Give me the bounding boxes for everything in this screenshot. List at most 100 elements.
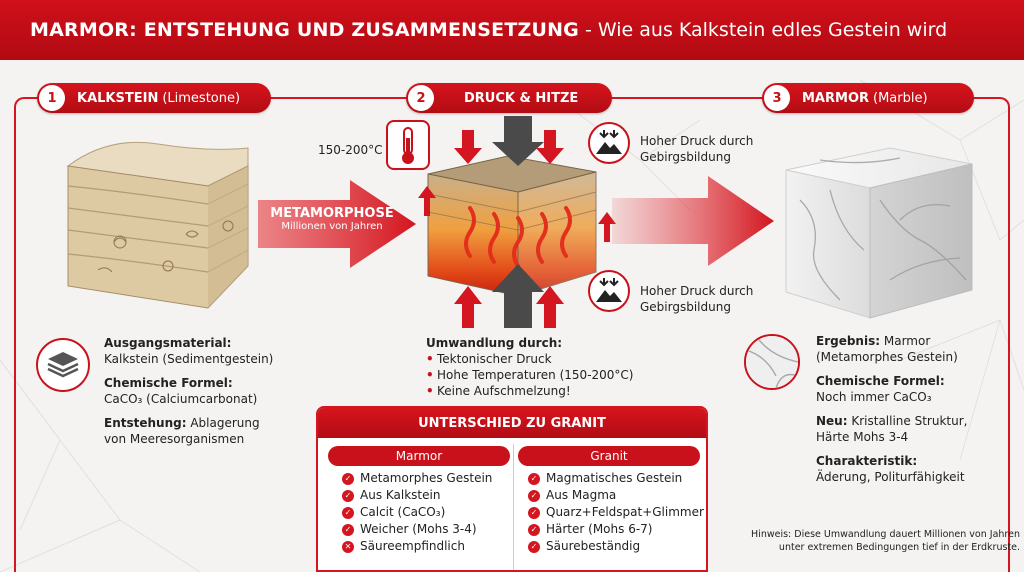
result-value-1: Marmor (883, 334, 931, 348)
thermometer-icon-box (386, 120, 430, 170)
origin-label: Ausgangsmaterial: (104, 336, 232, 350)
metamorphose-arrow (258, 180, 416, 268)
marmor-formula-value: Noch immer CaCO₃ (816, 390, 932, 404)
check-icon: ✓ (528, 472, 540, 485)
footnote-line2: unter extremen Bedingungen tief in der E… (778, 542, 1020, 553)
comparison-item-text: Magmatisches Gestein (546, 471, 683, 485)
formation-label: Entstehung: (104, 416, 187, 430)
comparison-item-text: Weicher (Mohs 3-4) (360, 522, 477, 536)
metamorphose-label: METAMORPHOSE Millionen von Jahren (262, 206, 402, 232)
new-value-2: Härte Mohs 3-4 (816, 430, 909, 444)
granit-list: ✓ Magmatisches Gestein ✓ Aus Magma ✓ Quarz+Fe… (528, 470, 704, 555)
transform-item: Keine Aufschmelzung! (426, 383, 646, 399)
comparison-item-text: Metamorphes Gestein (360, 471, 493, 485)
column-header-marmor: Marmor (328, 446, 510, 466)
step-1-subtitle: (Limestone) (162, 90, 241, 106)
comparison-item: ✓ Quarz+Feldspat+Glimmer (528, 504, 704, 521)
result-arrow (612, 176, 774, 266)
check-icon: ✓ (342, 489, 354, 502)
page-subtitle: - Wie aus Kalkstein edles Gestein wird (584, 19, 948, 41)
mountain-icon (596, 130, 622, 154)
comparison-item: ✓ Säurebeständig (528, 538, 704, 555)
comparison-item-text: Aus Magma (546, 488, 617, 502)
check-icon: ✓ (342, 472, 354, 485)
formation-value-2: von Meeresorganismen (104, 432, 245, 446)
new-value-1: Kristalline Struktur, (851, 414, 968, 428)
comparison-title: UNTERSCHIED ZU GRANIT (318, 408, 706, 438)
comparison-item: ✓Aus Kalkstein (342, 487, 492, 504)
step-3-subtitle: (Marble) (873, 90, 928, 106)
comparison-item: ✕ Säureempfindlich (342, 538, 492, 555)
cross-icon: ✕ (342, 540, 354, 553)
step-3-number: 3 (764, 85, 790, 111)
pressure-heat-block-illustration (418, 116, 616, 328)
column-header-granit: Granit (518, 446, 700, 466)
pressure-bottom-line2: Gebirgsbildung (640, 300, 731, 314)
pressure-text-top: Hoher Druck durch Gebirgsbildung (640, 133, 753, 165)
comparison-item-text: Säureempfindlich (360, 539, 465, 553)
limestone-block-illustration (66, 141, 249, 309)
char-label: Charakteristik: (816, 454, 918, 468)
comparison-item-text: Calcit (CaCO₃) (360, 505, 446, 519)
granite-comparison-box: UNTERSCHIED ZU GRANIT Marmor Granit ✓ Met… (316, 406, 708, 572)
marble-swatch-circle (744, 334, 800, 390)
layers-icon (47, 352, 79, 378)
metamorphose-title: METAMORPHOSE (270, 206, 394, 221)
mountain-pressure-icon-top (588, 122, 630, 164)
comparison-item: ✓ Calcit (CaCO₃) (342, 504, 492, 521)
metamorphose-subtitle: Millionen von Jahren (281, 221, 383, 232)
formula-value: CaCO₃ (Calciumcarbonat) (104, 392, 258, 406)
step-1-number: 1 (39, 85, 65, 111)
comparison-item-text: Quarz+Feldspat+Glimmer (546, 505, 704, 519)
temperature-label: 150-200°C (318, 143, 383, 157)
thermometer-icon (402, 127, 414, 164)
comparison-item: ✓ Metamorphes Gestein (342, 470, 492, 487)
check-icon: ✓ (528, 540, 540, 553)
comparison-item-text: Säurebeständig (546, 539, 641, 553)
comparison-item: ✓ Weicher (Mohs 3-4) (342, 521, 492, 538)
comparison-item-text: Härter (Mohs 6-7) (546, 522, 653, 536)
step-3-title: MARMOR (802, 90, 870, 106)
comparison-item: ✓ Härter (Mohs 6-7) (528, 521, 704, 538)
transform-label: Umwandlung durch: (426, 336, 563, 350)
transform-info: Umwandlung durch: Tektonischer Druck Hoh… (426, 335, 646, 399)
origin-value: Kalkstein (Sedimentgestein) (104, 352, 274, 366)
marmor-formula-label: Chemische Formel: (816, 374, 945, 388)
formation-value-1: Ablagerung (190, 416, 260, 430)
transform-item: Tektonischer Druck (426, 351, 646, 367)
char-value: Äderung, Politurfähigkeit (816, 470, 965, 484)
column-divider (513, 444, 514, 570)
pressure-text-bottom: Hoher Druck durch Gebirgsbildung (640, 283, 753, 315)
check-icon: ✓ (528, 489, 540, 502)
header-banner: MARMOR: ENTSTEHUNG UND ZUSAMMENSETZUNG -… (0, 0, 1024, 60)
formula-label: Chemische Formel: (104, 376, 233, 390)
step-1-title: KALKSTEIN (77, 90, 159, 106)
transform-item: Hohe Temperaturen (150-200°C) (426, 367, 646, 383)
pressure-top-line1: Hoher Druck durch (640, 134, 754, 148)
marble-swatch-icon (746, 336, 798, 388)
check-icon: ✓ (342, 523, 354, 536)
step-3-label: 3 MARMOR (Marble) (762, 83, 974, 113)
check-icon: ✓ (528, 523, 540, 536)
check-icon: ✓ (528, 506, 540, 519)
step-2-label: 2 DRUCK & HITZE (406, 83, 612, 113)
kalkstein-info: Ausgangsmaterial: Kalkstein (Sedimentges… (104, 335, 304, 455)
layers-icon-circle (36, 338, 90, 392)
footnote-line1: Hinweis: Diese Umwandlung dauert Million… (751, 529, 1020, 540)
footnote: Hinweis: Diese Umwandlung dauert Million… (720, 528, 1020, 554)
result-value-2: (Metamorphes Gestein) (816, 350, 958, 364)
page-title: MARMOR: ENTSTEHUNG UND ZUSAMMENSETZUNG (30, 19, 579, 41)
comparison-item: ✓ Aus Magma (528, 487, 704, 504)
pressure-top-line2: Gebirgsbildung (640, 150, 731, 164)
marmor-info: Ergebnis: Marmor (Metamorphes Gestein) C… (816, 333, 1016, 493)
new-label: Neu: (816, 414, 848, 428)
mountain-icon (596, 278, 622, 302)
marble-cube-illustration (785, 147, 973, 319)
step-2-number: 2 (408, 85, 434, 111)
step-1-label: 1 KALKSTEIN (Limestone) (37, 83, 271, 113)
comparison-item: ✓ Magmatisches Gestein (528, 470, 704, 487)
marmor-list: ✓Metamorphes Gestein✓Aus Kalkstein✓Calci… (342, 470, 492, 555)
result-label: Ergebnis: (816, 334, 881, 348)
check-icon: ✓ (342, 506, 354, 519)
step-2-title: DRUCK & HITZE (464, 90, 579, 106)
